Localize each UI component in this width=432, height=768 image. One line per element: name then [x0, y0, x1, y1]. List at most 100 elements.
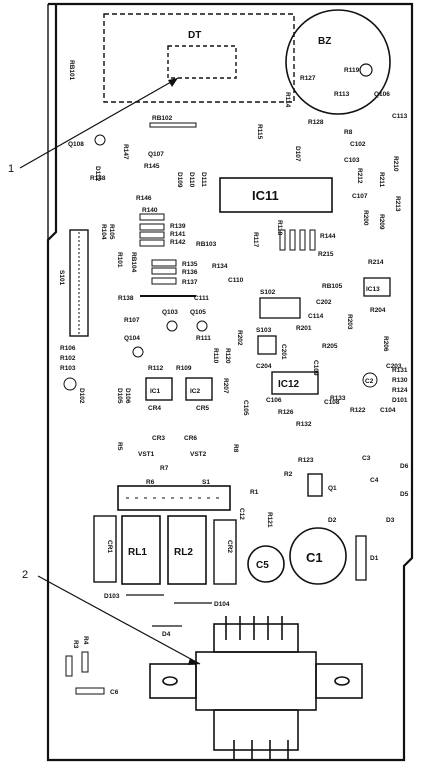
r138-label: R138	[118, 295, 134, 302]
ic12-label: IC12	[278, 379, 300, 390]
q108-body	[94, 134, 106, 146]
r134-label: R134	[212, 263, 228, 270]
r111-label: R111	[196, 335, 211, 342]
capacitor-c5	[247, 545, 285, 583]
c103-label: C103	[344, 157, 360, 164]
transformer	[149, 616, 363, 760]
c110-label: C110	[228, 277, 244, 284]
r215-label: R215	[318, 251, 334, 258]
r6-label: R6	[146, 479, 155, 486]
cr3-label: CR3	[152, 435, 165, 442]
d107-label: D107	[294, 146, 301, 162]
r102-label: R102	[60, 355, 76, 362]
d105-label: D105	[116, 388, 123, 404]
d112-label: D112	[94, 166, 101, 182]
connector-s1	[117, 485, 231, 511]
r148-label: R148	[90, 175, 106, 182]
switch-s103	[257, 335, 277, 355]
rb105-label: RB105	[322, 283, 343, 290]
r112-label: R112	[148, 365, 164, 372]
r131-label: R131	[392, 367, 408, 374]
ic2-label: IC2	[190, 388, 201, 395]
s103-label: S103	[256, 327, 272, 334]
r147-label: R147	[122, 144, 129, 160]
r202-label: R202	[236, 330, 243, 346]
resistor-r140	[139, 213, 165, 221]
r110-label: R110	[212, 348, 219, 364]
buzzer-mount-hole	[359, 63, 373, 77]
c3-label: C3	[362, 455, 371, 462]
dt-area	[103, 13, 295, 103]
r132-label: R132	[296, 421, 312, 428]
relay-rl2	[167, 515, 207, 585]
d4-label: D4	[162, 631, 171, 638]
switch-s102	[259, 297, 301, 319]
q103-label: Q103	[162, 309, 178, 316]
c4-label: C4	[370, 477, 379, 484]
r120-label: R120	[224, 348, 231, 364]
rl2-label: RL2	[174, 547, 193, 558]
c6-label: C6	[110, 689, 119, 696]
board-outline	[46, 2, 414, 762]
callout-1-number: 1	[8, 163, 14, 175]
s102-label: S102	[260, 289, 276, 296]
callout-2-number: 2	[22, 569, 28, 581]
c111-label: C111	[194, 295, 209, 302]
cr2-label: CR2	[226, 540, 233, 553]
r106-label: R106	[60, 345, 76, 352]
r109-label: R109	[176, 365, 192, 372]
resistor-r137	[151, 277, 177, 285]
d1-label: D1	[370, 555, 379, 562]
callout-1-leader	[19, 77, 179, 169]
s1-label: S1	[202, 479, 210, 486]
r136-label: R136	[182, 269, 198, 276]
transistor-q1	[307, 473, 323, 497]
c102-label: C102	[350, 141, 366, 148]
cr6-label: CR6	[184, 435, 197, 442]
c104-label: C104	[380, 407, 396, 414]
r117-label: R117	[252, 232, 259, 248]
ic11-chip	[219, 177, 333, 213]
r3-label: R3	[72, 640, 79, 649]
r206-label: R206	[382, 336, 389, 352]
r5-label: R5	[116, 442, 123, 451]
ic1-label: IC1	[150, 388, 161, 395]
r207-label: R207	[222, 378, 229, 394]
r145-label: R145	[144, 163, 160, 170]
bz-label: BZ	[318, 36, 331, 47]
ic2-chip	[185, 377, 213, 401]
ic13-label: IC13	[366, 286, 380, 293]
r205-label: R205	[322, 343, 338, 350]
ic13-chip	[363, 277, 391, 297]
c2-label: C2	[365, 378, 374, 385]
resistor-r142	[139, 239, 165, 247]
r203-label: R203	[346, 314, 353, 330]
vst2-label: VST2	[190, 451, 207, 458]
d102-label: D102	[78, 388, 85, 404]
r7-label: R7	[160, 465, 169, 472]
dt-sensor	[167, 45, 237, 79]
r144-label: R144	[320, 233, 336, 240]
c106-label: C106	[266, 397, 282, 404]
c109-label: C109	[312, 360, 319, 376]
r140-label: R140	[142, 207, 158, 214]
r123-label: R123	[298, 457, 314, 464]
r101-label: R101	[116, 252, 123, 268]
rb101-label: RB101	[68, 60, 75, 81]
c201-label: C201	[280, 344, 287, 360]
cr4-label: CR4	[148, 405, 161, 412]
d109-label: D109	[176, 172, 183, 188]
r8b-label: R8	[232, 444, 239, 453]
cr5-label: CR5	[196, 405, 209, 412]
r141-label: R141	[170, 231, 186, 238]
s101-label: S101	[58, 270, 65, 286]
resistor-row-ic11	[279, 229, 316, 251]
r137-label: R137	[182, 279, 198, 286]
c12-label: C12	[238, 508, 245, 520]
resistor-r136	[151, 267, 177, 275]
c203-label: C203	[386, 363, 402, 370]
c105-label: C105	[242, 400, 249, 416]
q107-label: Q107	[148, 151, 164, 158]
callout-2-leader	[37, 575, 201, 665]
buzzer-bz	[285, 9, 391, 115]
